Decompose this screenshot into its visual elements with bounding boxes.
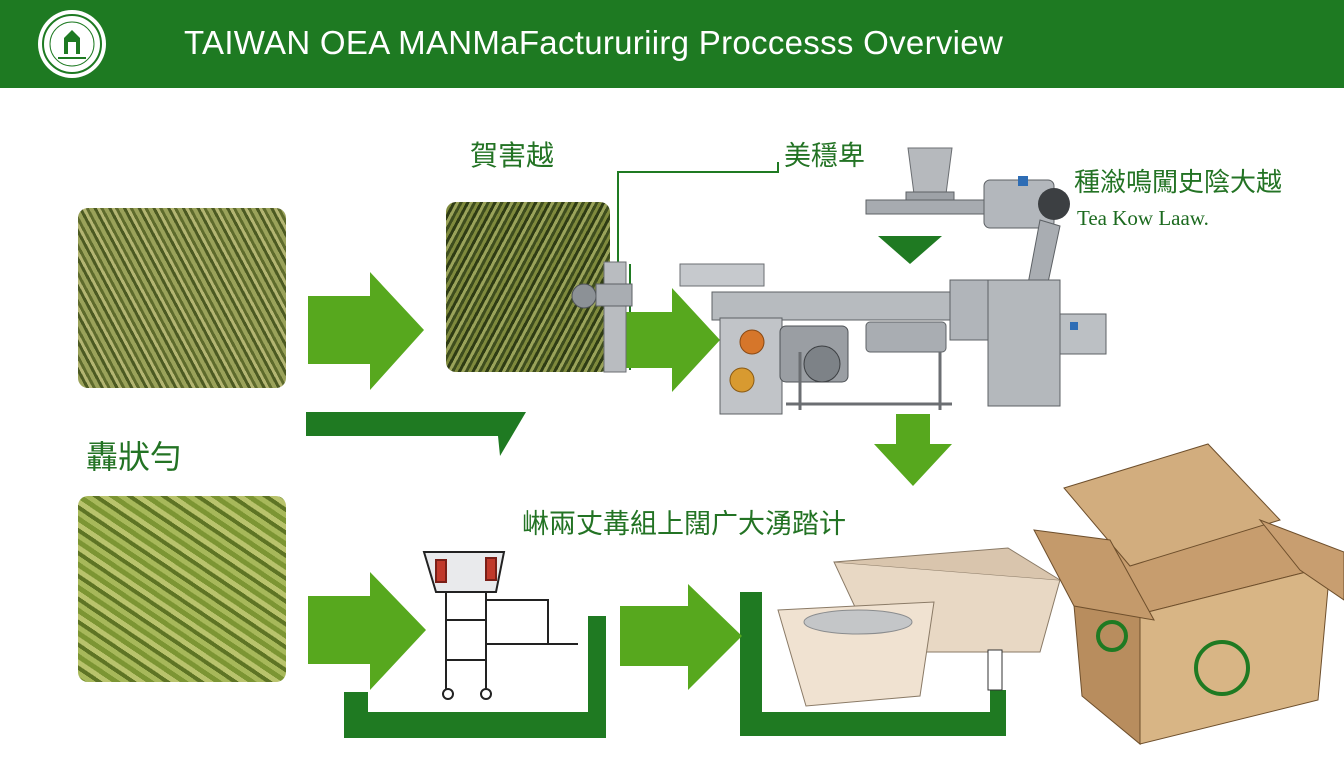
grinder-machine-icon bbox=[865, 147, 1070, 293]
flow-lines bbox=[306, 412, 1006, 738]
arrow-right-icon bbox=[308, 272, 424, 390]
caption-stage-2: 美穩卑 bbox=[784, 141, 865, 172]
page-title: TAIWAN OEA MANMaFactururiirg Proccesss O… bbox=[184, 24, 1004, 61]
arrow-down-icon bbox=[878, 236, 942, 264]
header-bar: TAIWAN OEA MANMaFactururiirg Proccesss O… bbox=[0, 0, 1344, 88]
caption-stage-3: 種潊鳴闖史陰大越 bbox=[1074, 168, 1283, 198]
arrow-right-icon bbox=[308, 572, 426, 690]
arrow-down-icon bbox=[874, 414, 952, 486]
caption-left-label: 轟狀勻 bbox=[86, 438, 183, 476]
sorting-bins-icon bbox=[777, 547, 1061, 707]
arrow-right-icon bbox=[624, 288, 720, 392]
arrow-right-icon bbox=[620, 584, 742, 690]
tea-leaves-green bbox=[78, 496, 286, 682]
caption-stage-1: 賀害越 bbox=[470, 139, 555, 172]
caption-bottom-label: 崊兩丈冓組上闊广大湧踏计 bbox=[522, 509, 846, 540]
dryer-machine-icon bbox=[679, 263, 1107, 415]
cardboard-box-icon bbox=[1033, 443, 1344, 746]
caption-stage-3-english: Tea Kow Laaw. bbox=[1077, 206, 1209, 230]
tea-leaves-dry bbox=[78, 208, 286, 388]
roller-machine-icon bbox=[571, 261, 633, 373]
cart-machine-icon bbox=[422, 551, 578, 700]
tea-seal-icon bbox=[38, 10, 106, 78]
